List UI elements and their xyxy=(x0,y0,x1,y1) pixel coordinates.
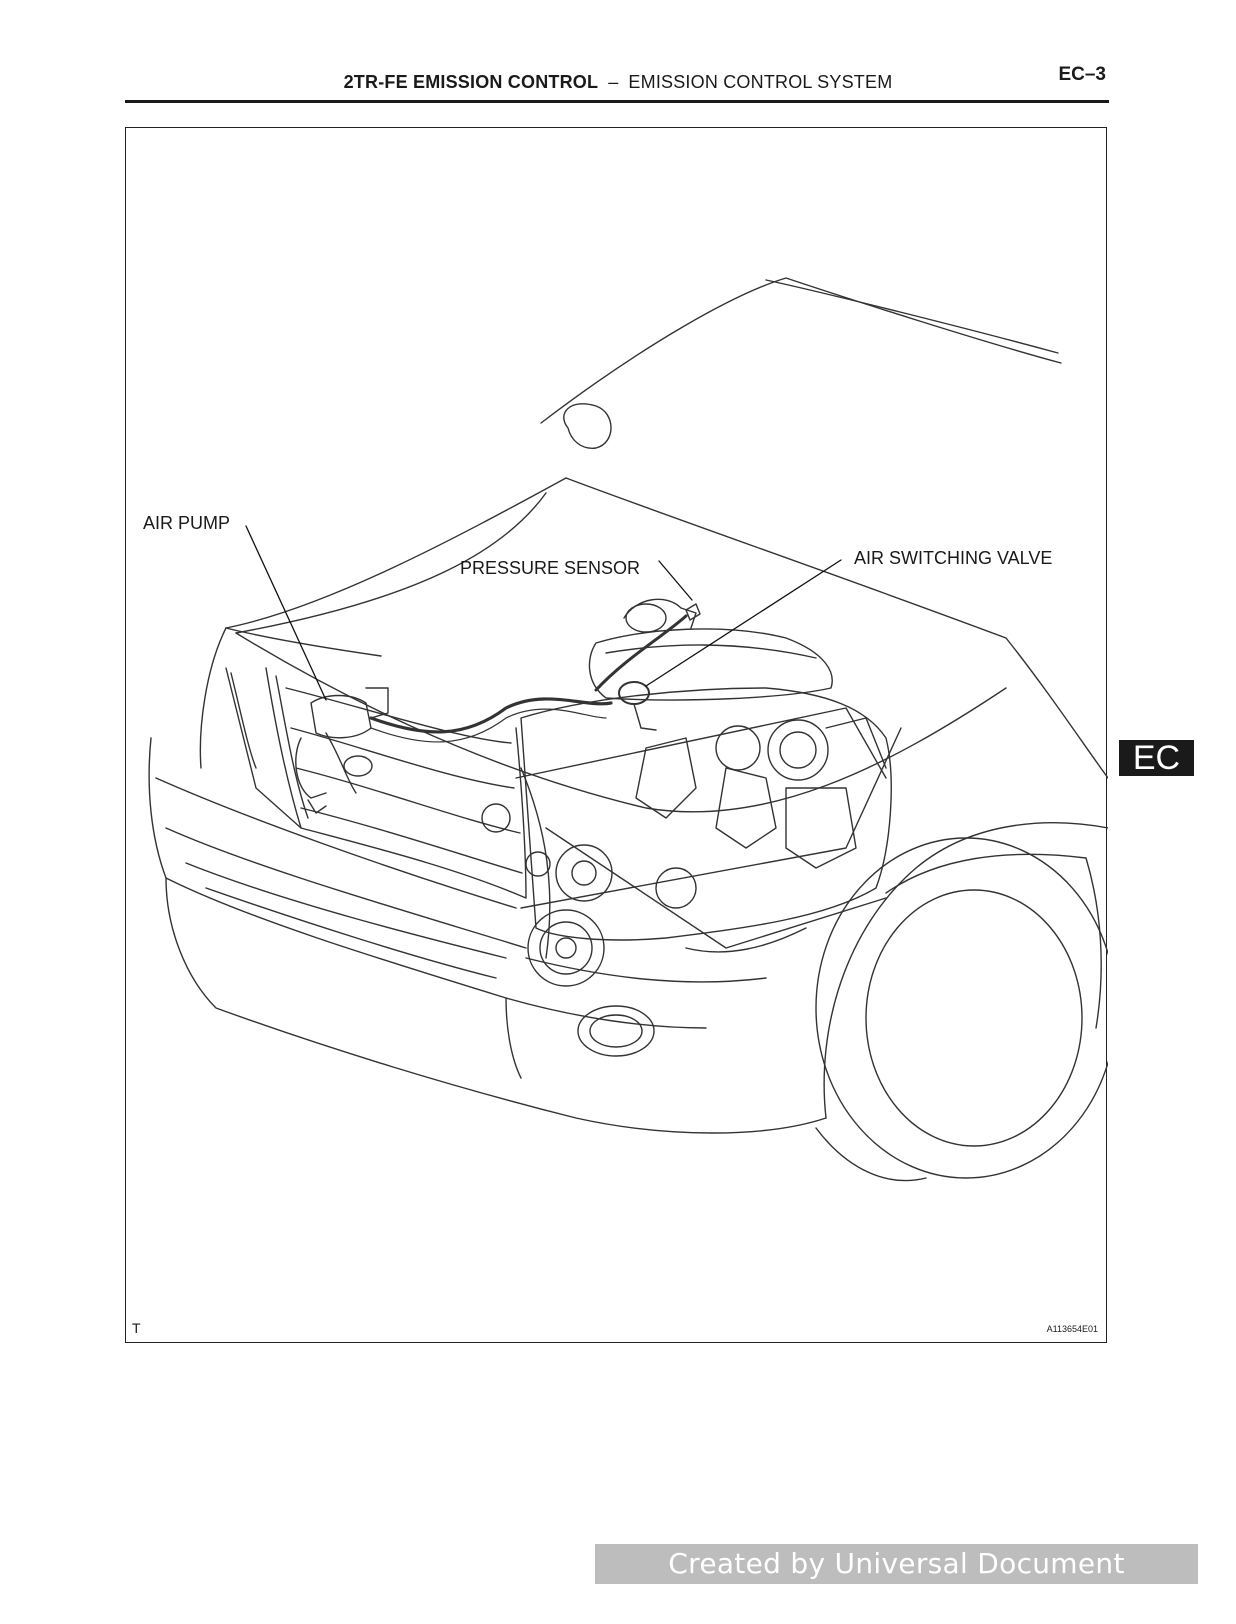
figure-frame: AIR PUMP PRESSURE SENSOR AIR SWITCHING V… xyxy=(125,127,1108,1343)
section-tab-ec: EC xyxy=(1119,740,1194,776)
callout-pressure-sensor: PRESSURE SENSOR xyxy=(460,558,641,578)
header-section-name: 2TR-FE EMISSION CONTROL xyxy=(343,72,599,92)
header-divider xyxy=(125,100,1109,103)
figure-code: A113654E01 xyxy=(1046,1324,1098,1334)
figure-corner-mark: T xyxy=(132,1320,141,1336)
engine-bay-illustration xyxy=(148,277,1108,1182)
converter-watermark: Created by Universal Document Converter xyxy=(595,1544,1198,1620)
page-number: EC–3 xyxy=(1058,64,1106,85)
header-separator: – xyxy=(608,72,619,92)
page-header-title: 2TR-FE EMISSION CONTROL–EMISSION CONTROL… xyxy=(0,72,1236,93)
header-subsection-name: EMISSION CONTROL SYSTEM xyxy=(628,72,893,92)
callout-air-switching-valve: AIR SWITCHING VALVE xyxy=(854,548,1053,568)
callout-air-pump: AIR PUMP xyxy=(143,513,231,533)
